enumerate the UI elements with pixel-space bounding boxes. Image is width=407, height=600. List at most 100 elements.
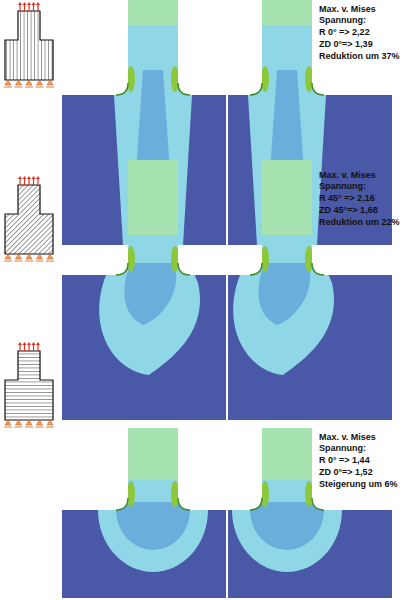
load-arrow bbox=[28, 4, 29, 11]
load-arrow bbox=[19, 178, 20, 185]
support-symbol bbox=[26, 80, 32, 85]
stress-note: ZD 0°=> 1,52 bbox=[319, 467, 403, 478]
stress-note-group: Max. v. Mises Spannung:R 0° => 2,22ZD 0°… bbox=[319, 4, 403, 63]
stress-note: Max. v. Mises Spannung: bbox=[319, 4, 403, 26]
load-arrowhead bbox=[27, 2, 31, 5]
stress-note: Steigerung um 6% bbox=[319, 479, 403, 490]
load-arrowhead bbox=[23, 2, 27, 5]
load-arrowhead bbox=[23, 176, 27, 179]
stress-note-group: Max. v. Mises Spannung:R 0° => 1,44ZD 0°… bbox=[319, 432, 403, 491]
load-arrow bbox=[37, 4, 38, 11]
support-symbol bbox=[16, 420, 22, 425]
fillet-hotspot bbox=[171, 481, 179, 507]
support-ground bbox=[46, 261, 54, 262]
support-ground bbox=[15, 427, 23, 428]
specimen-outline bbox=[5, 185, 53, 254]
fillet-edge bbox=[312, 83, 324, 95]
load-arrowhead bbox=[18, 176, 22, 179]
fem-plot bbox=[62, 428, 226, 598]
fillet-hotspot bbox=[261, 481, 269, 507]
load-arrow bbox=[33, 4, 34, 11]
fillet-edge bbox=[250, 83, 262, 95]
fem-plot bbox=[62, 160, 226, 420]
stress-region bbox=[233, 235, 334, 375]
load-arrowhead bbox=[32, 2, 36, 5]
support-ground bbox=[15, 261, 23, 262]
specimen-icon bbox=[4, 176, 54, 261]
load-arrowhead bbox=[23, 342, 27, 345]
load-arrowhead bbox=[32, 342, 36, 345]
load-arrowhead bbox=[36, 176, 40, 179]
load-arrow bbox=[33, 178, 34, 185]
load-arrowhead bbox=[32, 176, 36, 179]
support-symbol bbox=[26, 420, 32, 425]
fillet-edge bbox=[178, 263, 190, 275]
stress-note: Max. v. Mises Spannung: bbox=[319, 170, 403, 192]
load-arrow bbox=[37, 344, 38, 351]
support-ground bbox=[36, 427, 44, 428]
stress-note: Reduktion um 37% bbox=[319, 51, 403, 62]
support-symbol bbox=[37, 254, 43, 259]
support-symbol bbox=[47, 420, 53, 425]
support-symbol bbox=[16, 80, 22, 85]
support-ground bbox=[36, 261, 44, 262]
stress-region bbox=[98, 480, 208, 572]
support-ground bbox=[4, 87, 12, 88]
load-arrowhead bbox=[18, 2, 22, 5]
load-arrow bbox=[24, 4, 25, 11]
fillet-hotspot bbox=[305, 66, 313, 92]
fillet-edge bbox=[250, 263, 262, 275]
specimen-icon bbox=[4, 2, 54, 87]
fillet-hotspot bbox=[261, 66, 269, 92]
stress-note: R 0° => 1,44 bbox=[319, 455, 403, 466]
stress-note: R 0° => 2,22 bbox=[319, 27, 403, 38]
stress-region bbox=[258, 263, 310, 325]
load-arrow bbox=[19, 4, 20, 11]
fillet-edge bbox=[178, 83, 190, 95]
support-ground bbox=[25, 427, 33, 428]
stress-region bbox=[124, 263, 176, 325]
load-arrow bbox=[24, 344, 25, 351]
support-ground bbox=[46, 87, 54, 88]
fillet-edge bbox=[312, 263, 324, 275]
support-ground bbox=[25, 261, 33, 262]
support-symbol bbox=[16, 254, 22, 259]
fillet-edge bbox=[178, 498, 190, 510]
support-ground bbox=[46, 427, 54, 428]
stress-region bbox=[232, 480, 342, 572]
load-arrowhead bbox=[36, 342, 40, 345]
stress-note: ZD 0°=> 1,39 bbox=[319, 39, 403, 50]
fillet-edge bbox=[250, 498, 262, 510]
load-arrow bbox=[37, 178, 38, 185]
stress-note: ZD 45°=> 1,68 bbox=[319, 205, 403, 216]
load-arrowhead bbox=[27, 342, 31, 345]
stress-region bbox=[116, 502, 190, 550]
fillet-hotspot bbox=[171, 66, 179, 92]
support-symbol bbox=[37, 80, 43, 85]
support-symbol bbox=[5, 254, 11, 259]
stress-region bbox=[250, 502, 324, 550]
stress-note: Reduktion um 22% bbox=[319, 217, 403, 228]
fillet-hotspot bbox=[261, 246, 269, 272]
fillet-hotspot bbox=[127, 246, 135, 272]
fillet-edge bbox=[116, 263, 128, 275]
fillet-edge bbox=[312, 498, 324, 510]
support-ground bbox=[36, 87, 44, 88]
stress-note: Max. v. Mises Spannung: bbox=[319, 432, 403, 454]
load-arrowhead bbox=[27, 176, 31, 179]
load-arrow bbox=[28, 344, 29, 351]
fillet-edge bbox=[116, 83, 128, 95]
support-symbol bbox=[5, 80, 11, 85]
specimen-outline bbox=[5, 11, 53, 80]
support-symbol bbox=[37, 420, 43, 425]
support-symbol bbox=[26, 254, 32, 259]
support-ground bbox=[15, 87, 23, 88]
fillet-hotspot bbox=[171, 246, 179, 272]
fillet-hotspot bbox=[127, 481, 135, 507]
fillet-hotspot bbox=[127, 66, 135, 92]
specimen-outline bbox=[5, 351, 53, 420]
load-arrow bbox=[28, 178, 29, 185]
support-symbol bbox=[47, 254, 53, 259]
load-arrow bbox=[24, 178, 25, 185]
